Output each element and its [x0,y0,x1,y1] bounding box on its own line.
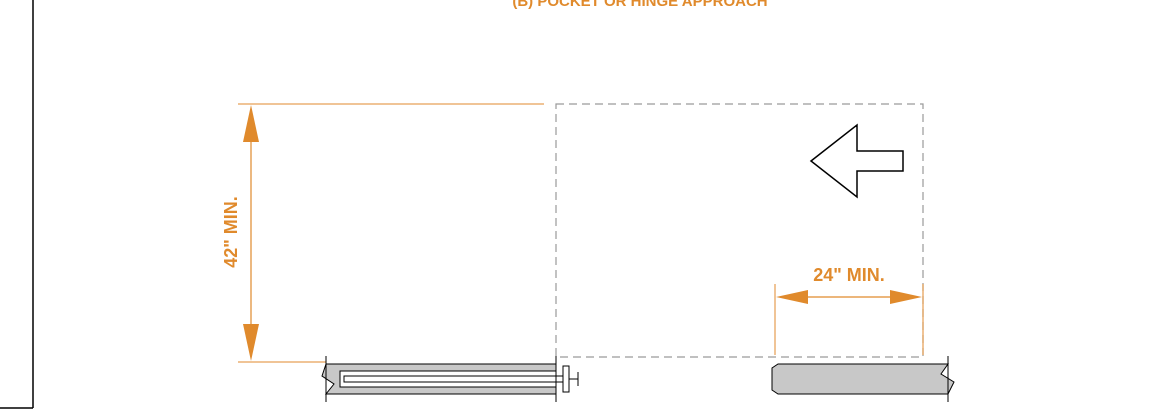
vertical-dimension-line [243,105,259,361]
arrowhead-left [776,290,808,304]
pocket-door-wall [321,356,579,402]
door-handle [562,365,570,393]
diagram-title: (B) POCKET OR HINGE APPROACH [512,0,767,10]
arrowhead-down [243,324,259,361]
arrowhead-up [243,105,259,142]
horizontal-dimension-label: 24" MIN. [813,265,885,285]
extension-lines [238,103,924,363]
right-wall [771,356,955,402]
door-slab [343,375,567,383]
clear-floor-space [555,103,924,358]
arrowhead-right [890,290,922,304]
arrow-left-icon [809,123,904,199]
horizontal-dimension-line [776,290,922,304]
vertical-dimension-label: 42" MIN. [221,196,241,268]
frame-border [0,0,34,409]
